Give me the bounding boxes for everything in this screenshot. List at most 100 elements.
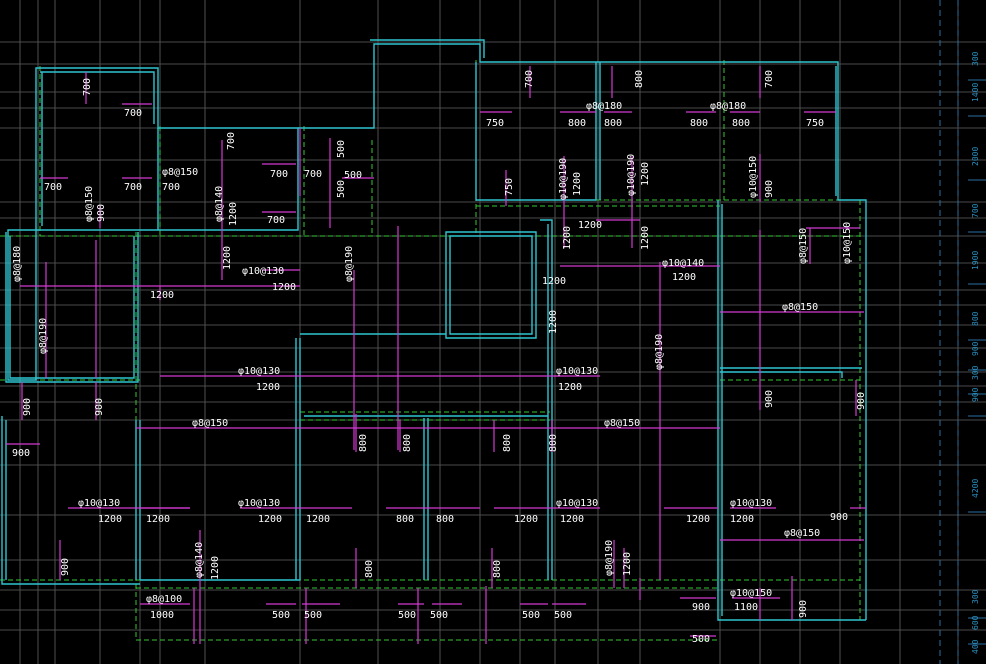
rebar-annotation: 900 [798,600,809,618]
wall-outline [475,62,601,201]
dimension-text: 2000 [971,147,980,166]
rebar-annotation: 900 [764,180,775,198]
rebar-annotation: φ8@180 [586,101,622,112]
wall-outline [140,333,446,581]
wall-outline [717,200,866,621]
rebar-annotation: φ10@190 [626,154,637,196]
rebar-annotation: 700 [124,108,142,119]
rebar-annotation: 700 [82,78,93,96]
rebar-annotation: φ8@180 [710,101,746,112]
wall-outline [40,71,155,226]
rebar-annotation: 1200 [306,514,330,525]
rebar-annotation: φ8@140 [214,186,225,222]
dimension-text: 900 [971,387,980,402]
rebar-annotation: 800 [492,560,503,578]
rebar-annotation: 900 [764,390,775,408]
wall-outline [720,367,862,378]
rebar-annotation: 1200 [514,514,538,525]
rebar-annotation: 1200 [562,226,573,250]
rebar-annotation: φ8@150 [192,418,228,429]
rebar-annotation: 500 [336,180,347,198]
rebar-annotation: φ8@190 [344,246,355,282]
rebar-annotation: 1200 [150,290,174,301]
rebar-annotation: φ10@140 [662,258,704,269]
beam-outlines [0,60,861,641]
rebar-annotation: 800 [604,118,622,129]
rebar-annotation: 1200 [256,382,280,393]
rebar-annotation: 800 [502,434,513,452]
wall-outline [370,39,485,58]
rebar-annotation: 500 [554,610,572,621]
rebar-annotation: 500 [344,170,362,181]
wall-outline [304,415,548,580]
rebar-annotation: 800 [732,118,750,129]
rebar-annotation: 800 [402,434,413,452]
dimension-text: 900 [971,341,980,356]
dimension-text: 4200 [971,479,980,498]
rebar-annotation: 1200 [558,382,582,393]
rebar-annotation: 1200 [572,172,583,196]
rebar-annotation: φ8@150 [604,418,640,429]
rebar-annotation: 1200 [578,220,602,231]
rebar-annotation: φ10@130 [78,498,120,509]
rebar-annotation: φ10@150 [842,222,853,264]
rebar-annotation: φ8@150 [84,186,95,222]
rebar-annotation: 1200 [542,276,566,287]
rebar-annotation: 500 [398,610,416,621]
wall-outline [157,43,867,620]
rebar-annotation: 1000 [150,610,174,621]
rebar-annotation: 700 [267,215,285,226]
rebar-annotation: 700 [44,182,62,193]
rebar-annotation: φ10@130 [238,498,280,509]
wall-outline [5,232,139,383]
rebar-annotation: 900 [692,602,710,613]
rebar-annotation: 800 [358,434,369,452]
dimension-text: 1400 [971,83,980,102]
right-dimension-column: 3001400200070019008009003009004200300600… [939,0,986,664]
rebar-annotation: 900 [22,398,33,416]
rebar-annotation: 1200 [730,514,754,525]
rebar-annotation: 1200 [640,226,651,250]
rebar-annotation: φ8@180 [12,246,23,282]
rebar-annotation: 500 [272,610,290,621]
rebar-annotation: 1200 [548,310,559,334]
rebar-annotation: 900 [60,558,71,576]
rebar-annotation: φ8@150 [162,167,198,178]
rebar-annotation: 800 [634,70,645,88]
wall-outline [1,416,141,585]
dimension-text: 700 [971,203,980,218]
rebar-annotation: 750 [806,118,824,129]
rebar-annotation: 500 [692,634,710,645]
rebar-annotation: 700 [162,182,180,193]
rebar-annotation: φ10@130 [238,366,280,377]
rebar-annotation: 1200 [98,514,122,525]
dimension-text: 800 [971,311,980,326]
rebar-annotation: 500 [522,610,540,621]
rebar-annotation: 1200 [622,552,633,576]
rebar-annotation: φ10@150 [730,588,772,599]
rebar-annotation: 800 [396,514,414,525]
dimension-text: 300 [971,51,980,66]
rebar-annotation: 900 [96,204,107,222]
rebar-annotation: φ10@190 [558,158,569,200]
rebar-annotation: 500 [304,610,322,621]
rebar-annotation: 800 [568,118,586,129]
rebar-annotation: 800 [690,118,708,129]
rebar-annotation: 1200 [672,272,696,283]
rebar-annotation: φ10@130 [556,498,598,509]
dimension-text: 600 [971,615,980,630]
rebar-annotation: 750 [504,178,515,196]
rebar-annotation: φ8@100 [146,594,182,605]
rebar-annotation: 900 [856,392,867,410]
rebar-annotation: 1200 [272,282,296,293]
rebar-annotation: φ10@130 [556,366,598,377]
rebar-annotation: 700 [524,70,535,88]
rebar-lines [6,66,866,644]
rebar-annotation: φ8@190 [604,540,615,576]
dimension-text: 1900 [971,251,980,270]
rebar-annotation: φ8@150 [784,528,820,539]
rebar-annotation: φ8@140 [194,542,205,578]
dimension-text: 400 [971,639,980,654]
rebar-annotation: 1200 [640,162,651,186]
